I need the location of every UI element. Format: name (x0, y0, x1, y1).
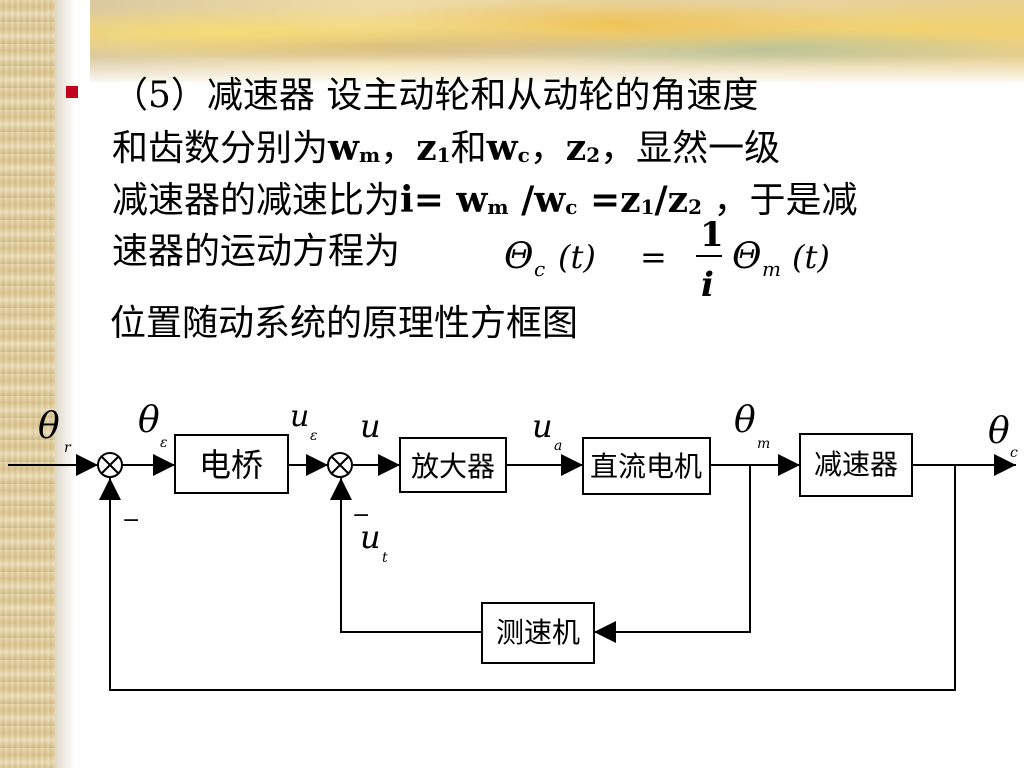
signal-u-epsilon: u (290, 399, 309, 434)
outer-feedback-path (99, 465, 956, 691)
line2-part: 和 (450, 128, 487, 169)
signal-theta-c: θ (988, 411, 1010, 452)
line2-var: w (486, 127, 518, 169)
line3-var: /z (654, 179, 689, 221)
motion-equation: Θ c (t) = 1 i Θ m (t) (504, 216, 830, 305)
signal-u-a: u (532, 407, 553, 445)
signal-theta-r: θ (38, 406, 60, 447)
line2-part: 和齿数分别为 (112, 128, 329, 169)
top-banner-fade (90, 56, 1024, 86)
block-tachometer-label: 测速机 (496, 616, 580, 649)
line2-sub: c (517, 143, 530, 167)
line1-text: （5）减速器 设主动轮和从动轮的角速度 (112, 75, 759, 116)
formula-rhs-arg: (t) (792, 238, 830, 276)
line2-part: ，显然一级 (600, 128, 781, 169)
signal-theta-c-sub: c (1010, 445, 1018, 461)
block-tachometer (481, 602, 595, 664)
block-reducer-label: 减速器 (814, 448, 898, 481)
formula-lhs-sub: c (534, 257, 545, 281)
formula-lhs-symbol: Θ (504, 236, 534, 277)
signal-u-t-sub: t (382, 550, 388, 566)
line2-var: z (416, 127, 437, 169)
line3-var: /w (508, 179, 566, 221)
block-bridge (174, 434, 289, 494)
text-line-4: 速器的运动方程为 (112, 226, 992, 278)
summing-junction-2 (327, 452, 353, 478)
line3-var: =z (577, 179, 641, 221)
left-texture-strip (0, 0, 55, 768)
line3-part: ，于是减 (702, 180, 858, 221)
signal-u-t: u (360, 518, 381, 556)
line3-sub: c (565, 195, 578, 219)
text-line-1: （5）减速器 设主动轮和从动轮的角速度 (112, 70, 992, 122)
line2-sub: m (359, 143, 381, 167)
slide-text-block: （5）减速器 设主动轮和从动轮的角速度 和齿数分别为wm，z1和wc，z2，显然… (112, 70, 992, 278)
line3-sub: m (487, 195, 509, 219)
minus-sign-1: − (122, 508, 140, 533)
block-dc-motor-label: 直流电机 (590, 450, 702, 483)
tacho-input-path (594, 465, 751, 643)
block-diagram: θ r − θ ε 电桥 u ε − u 放大器 u a 直流电机 θ m 减速… (8, 399, 1018, 691)
line2-sub: 1 (436, 143, 451, 167)
signal-theta-epsilon: θ (138, 400, 160, 441)
line3-var: i= w (400, 179, 488, 221)
signal-theta-m-sub: m (757, 436, 770, 452)
text-line-3: 减速器的减速比为i= wm /wc =z1/z2 ，于是减 (112, 174, 992, 226)
signal-theta-r-sub: r (64, 440, 72, 456)
tacho-feedback-path (330, 478, 482, 633)
signal-u-epsilon-sub: ε (310, 428, 318, 444)
line4-text: 速器的运动方程为 (112, 231, 401, 272)
line3-sub: 1 (640, 195, 655, 219)
formula-rhs-sub: m (762, 257, 781, 281)
bullet-square (66, 86, 78, 98)
line2-part: ， (380, 128, 417, 169)
formula-equals: = (640, 238, 667, 276)
line2-var: z (565, 127, 587, 169)
diagram-caption: 位置随动系统的原理性方框图 (110, 303, 579, 344)
formula-numerator: 1 (700, 216, 724, 255)
line2-var: w (328, 127, 360, 169)
block-amplifier (399, 437, 507, 493)
line2-part: ， (529, 128, 566, 169)
summing-junction-1 (97, 452, 123, 478)
minus-sign-2: − (352, 503, 370, 528)
signal-theta-epsilon-sub: ε (160, 435, 168, 451)
block-dc-motor (582, 437, 711, 495)
formula-rhs-symbol: Θ (732, 236, 762, 277)
line2-sub: 2 (586, 143, 601, 167)
line3-part: 减速器的减速比为 (112, 180, 401, 221)
signal-theta-m: θ (734, 400, 756, 441)
block-amplifier-label: 放大器 (411, 450, 495, 483)
block-reducer (799, 433, 913, 497)
block-bridge-label: 电桥 (199, 446, 263, 484)
formula-lhs-arg: (t) (558, 238, 596, 276)
formula-denominator: i (701, 265, 714, 305)
signal-u-a-sub: a (554, 438, 562, 454)
text-line-2: 和齿数分别为wm，z1和wc，z2，显然一级 (112, 122, 992, 174)
left-shadow (55, 0, 75, 768)
signal-u: u (360, 407, 381, 445)
line3-sub: 2 (688, 195, 702, 219)
